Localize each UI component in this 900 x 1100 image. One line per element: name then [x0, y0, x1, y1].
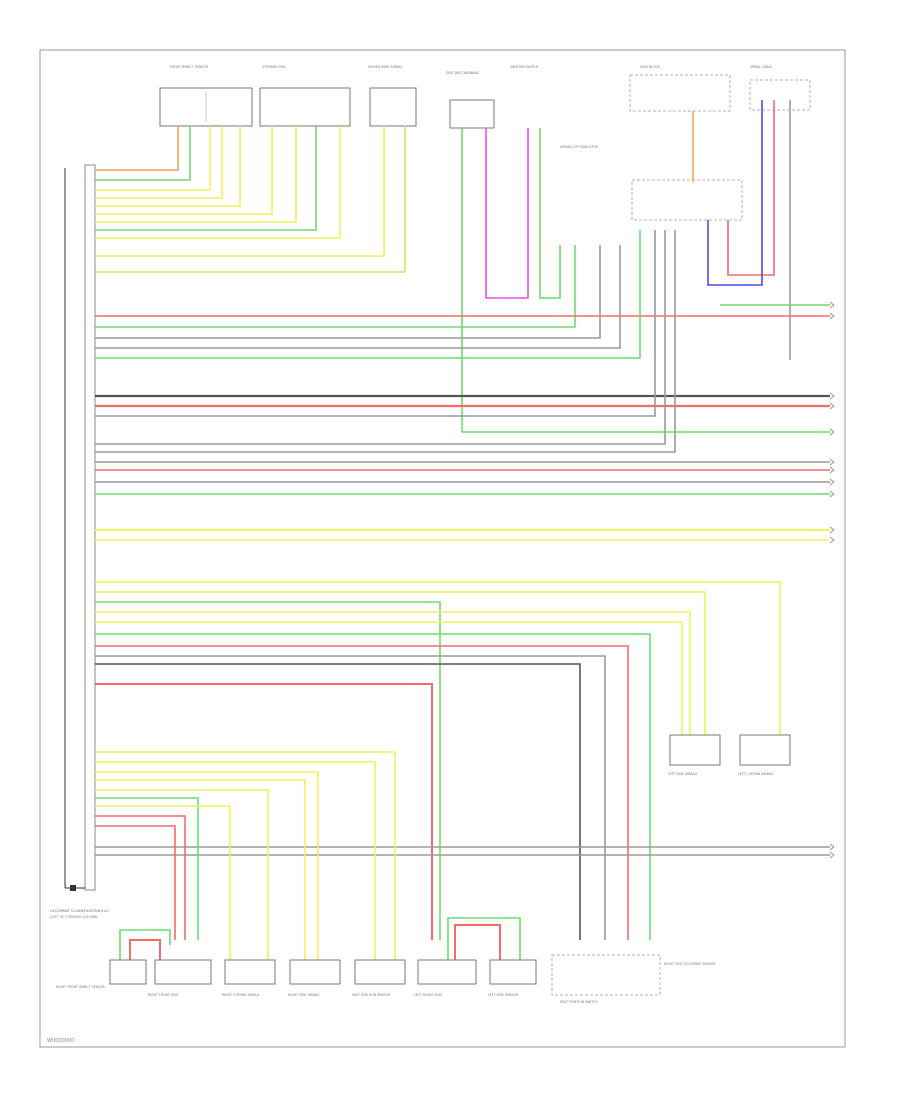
seat-position-switch-box [551, 954, 661, 996]
left-airbag-wires [95, 581, 830, 940]
right-side-airbag-label: RIGHT SIDE AIRBAG [288, 993, 320, 997]
right-front-seat-box [154, 959, 212, 985]
right-side-airbag-box [289, 959, 341, 985]
fuse-block-label: FUSE BLOCK [640, 65, 661, 69]
main-ecu-connector [84, 164, 96, 891]
right-component-boxes: LEFT SIDE AIRBAG LEFT CURTAIN AIRBAG [668, 734, 791, 776]
left-front-seat-label: LEFT FRONT SEAT [414, 993, 442, 997]
passenger-airbag-off-box [631, 179, 743, 221]
left-curtain-airbag-box [739, 734, 791, 766]
wire-end-markers [829, 301, 835, 859]
main-ecu-label: OCCUPANT CLASSIFICATION ECU [50, 909, 109, 913]
horizontal-bus-wires [95, 230, 830, 541]
left-side-airbag-label: LEFT SIDE AIRBAG [668, 772, 698, 776]
steering-airbag-label: STEERING PAD [262, 65, 286, 69]
right-curtain-label: RIGHT CURTAIN SHIELD [222, 993, 260, 997]
top-components: FRONT IMPACT SENSOR STEERING PAD DRIVER … [159, 65, 811, 221]
seat-position-switch-label: SEAT POSITION SWITCH [560, 1000, 598, 1004]
ecu-label-line2: (LEFT OF STEERING COLUMN) [50, 915, 97, 919]
right-front-impact-label: RIGHT FRONT IMPACT SENSOR [56, 985, 106, 989]
steering-airbag-box [259, 87, 351, 127]
seat-position-sensor-box [354, 959, 406, 985]
spiral-cable-box [749, 79, 811, 111]
diagram-frame [39, 49, 846, 1048]
ignition-switch-label: IGNITION SWITCH [510, 65, 539, 69]
right-front-seat-label: RIGHT FRONT SEAT [148, 993, 179, 997]
left-side-airbag-box [669, 734, 721, 766]
passenger-airbag-off-label: AIRBAG OFF INDICATOR [560, 145, 599, 149]
right-front-impact-box [109, 959, 147, 985]
ecu-ground-marker [70, 885, 76, 891]
bottom-component-boxes: RIGHT FRONT IMPACT SENSOR RIGHT FRONT SE… [56, 954, 716, 1004]
left-side-sensor-label: LEFT SIDE SENSOR [488, 993, 519, 997]
left-curtain-airbag-label: LEFT CURTAIN AIRBAG [738, 772, 774, 776]
seatbelt-warning-box [449, 99, 495, 129]
spiral-cable-label: SPIRAL CABLE [750, 65, 772, 69]
top-wires [95, 100, 791, 432]
left-front-seat-box [417, 959, 477, 985]
seat-position-sensor-label: SEAT POSITION SENSOR [352, 993, 391, 997]
front-impact-sensor-label: FRONT IMPACT SENSOR [170, 65, 209, 69]
driver-knee-airbag-box [369, 87, 417, 127]
driver-knee-airbag-label: DRIVER KNEE AIRBAG [368, 65, 403, 69]
seatbelt-warning-label: SEAT BELT WARNING [446, 71, 480, 75]
diagram-code: W0000000 [47, 1038, 74, 1044]
right-curtain-box [224, 959, 276, 985]
left-side-sensor-box [489, 959, 537, 985]
fuse-block-box [629, 74, 731, 112]
bottom-wires [95, 751, 521, 960]
occupant-sensor-label: RIGHT SEAT OCCUPANT SENSOR [664, 962, 716, 966]
